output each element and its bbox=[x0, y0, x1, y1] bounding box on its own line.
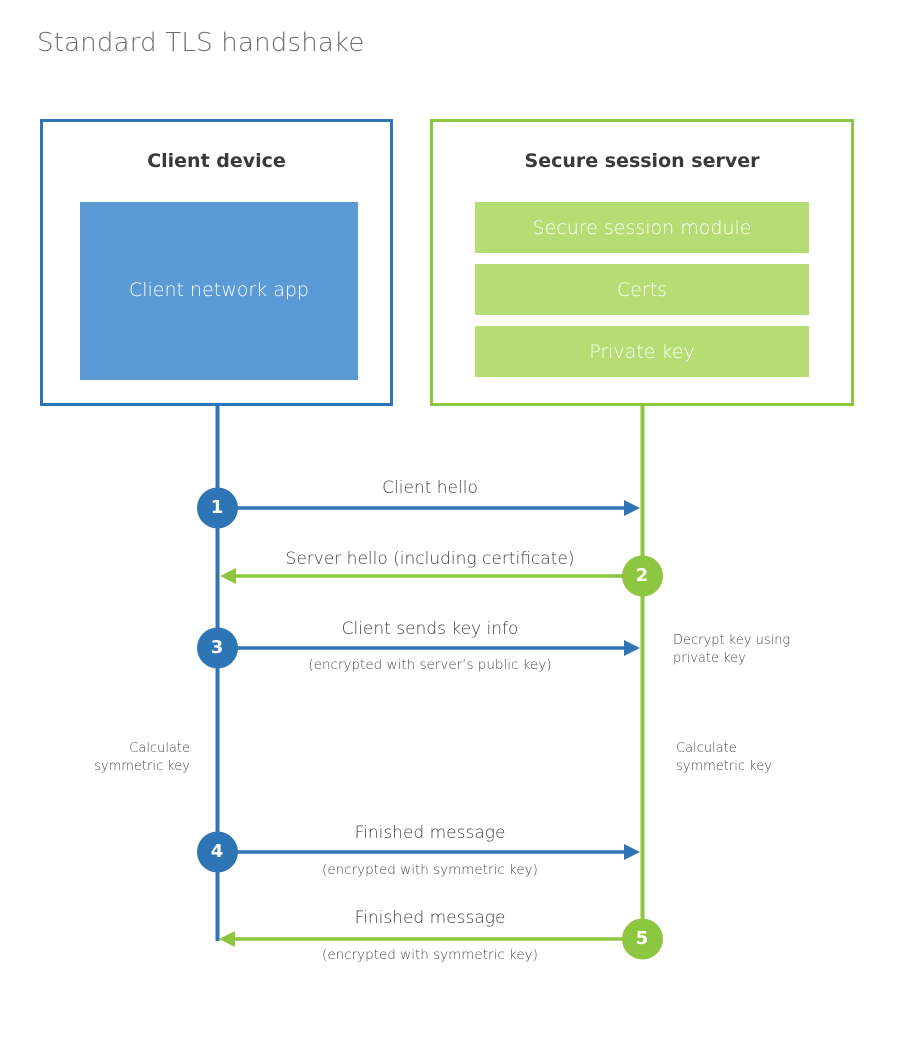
secure-session-server-panel: Secure session server Secure session mod… bbox=[430, 119, 854, 406]
step-marker-3 bbox=[197, 627, 238, 669]
server-component-secure-session-module: Secure session module bbox=[475, 202, 809, 253]
step-marker-2 bbox=[622, 555, 663, 597]
message-arrow-3 bbox=[197, 627, 640, 669]
message-label-5: Finished message bbox=[354, 908, 506, 928]
annotation-client-calculate-symmetric-key: Calculate symmetric key bbox=[94, 741, 190, 774]
step-number-4: 4 bbox=[210, 841, 224, 862]
message-sublabel-3: (encrypted with server’s public key) bbox=[308, 657, 552, 673]
message-arrow-5 bbox=[219, 918, 663, 960]
message-arrow-1 bbox=[197, 487, 640, 529]
secure-session-server-title: Secure session server bbox=[524, 150, 760, 172]
message-label-4: Finished message bbox=[354, 823, 506, 843]
message-label-1: Client hello bbox=[382, 478, 478, 498]
step-number-1: 1 bbox=[210, 497, 224, 518]
step-marker-4 bbox=[197, 831, 238, 873]
message-sublabel-5: (encrypted with symmetric key) bbox=[322, 947, 538, 963]
message-arrow-4 bbox=[197, 831, 640, 873]
step-marker-5 bbox=[622, 918, 663, 960]
annotation-server-calculate-symmetric-key: Calculate symmetric key bbox=[676, 741, 772, 774]
step-number-2: 2 bbox=[635, 565, 649, 586]
message-label-3: Client sends key info bbox=[341, 619, 519, 639]
client-device-title: Client device bbox=[147, 150, 286, 172]
server-component-private-key: Private key bbox=[475, 326, 809, 377]
server-component-certs: Certs bbox=[475, 264, 809, 315]
page-title: Standard TLS handshake bbox=[37, 28, 365, 58]
annotation-server-decrypt: Decrypt key using private key bbox=[673, 633, 791, 666]
client-device-panel: Client device Client network app bbox=[40, 119, 393, 406]
step-number-5: 5 bbox=[635, 928, 649, 949]
step-marker-1 bbox=[197, 487, 238, 529]
message-sublabel-4: (encrypted with symmetric key) bbox=[322, 862, 538, 878]
step-number-3: 3 bbox=[210, 637, 224, 658]
server-components-list: Secure session module Certs Private key bbox=[475, 202, 809, 377]
client-network-app-block: Client network app bbox=[80, 202, 358, 380]
message-label-2: Server hello (including certificate) bbox=[285, 549, 575, 569]
message-arrow-2 bbox=[220, 555, 663, 597]
